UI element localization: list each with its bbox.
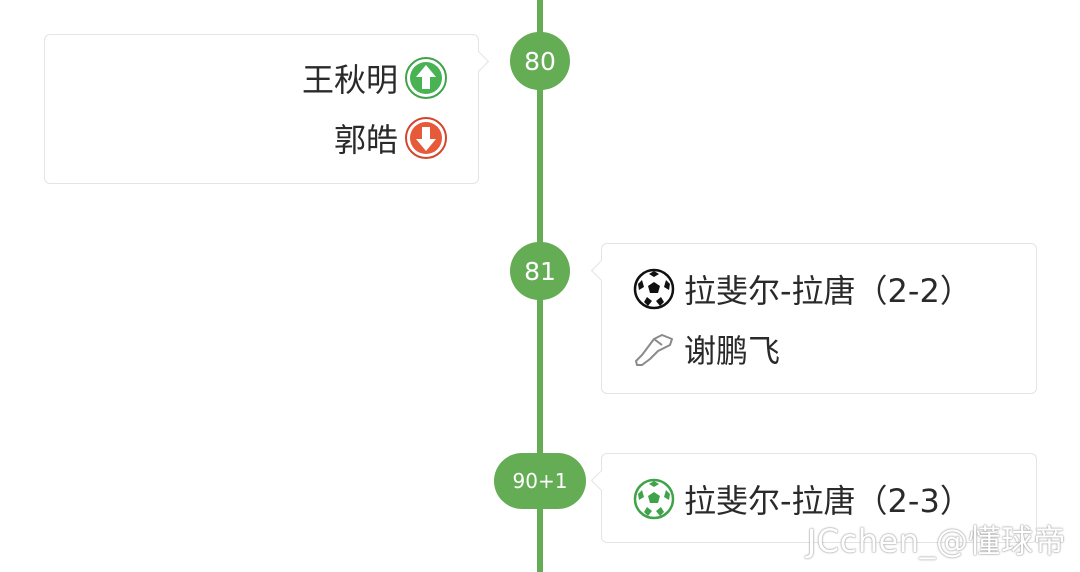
soccer-ball-icon xyxy=(632,267,676,311)
card-pointer xyxy=(467,50,490,73)
watermark: JCchen_@懂球帝 xyxy=(806,522,1066,560)
goal-card: 拉斐尔-拉唐（2-2） 谢鹏飞 xyxy=(590,243,1037,394)
card-pointer xyxy=(590,469,613,492)
goal-card: 拉斐尔-拉唐（2-3） xyxy=(590,453,1037,543)
sub-in-arrow-up-icon xyxy=(404,56,448,100)
substitution-card: 王秋明 郭皓 xyxy=(44,34,490,184)
player-out-name: 郭皓 xyxy=(333,121,398,159)
goal-scorer-text: 拉斐尔-拉唐（2-2） xyxy=(684,272,972,310)
green-soccer-ball-icon xyxy=(632,477,676,521)
minute-badge-80: 80 xyxy=(510,32,570,90)
goal-row: 拉斐尔-拉唐（2-3） xyxy=(632,476,972,522)
boot-icon xyxy=(632,327,676,371)
sub-out-arrow-down-icon xyxy=(404,116,448,160)
player-in-row: 王秋明 xyxy=(302,55,448,101)
player-in-name: 王秋明 xyxy=(301,61,398,99)
player-out-row: 郭皓 xyxy=(334,115,448,161)
card-pointer xyxy=(590,259,613,282)
goal-row: 拉斐尔-拉唐（2-2） xyxy=(632,266,972,312)
assist-row: 谢鹏飞 xyxy=(632,326,780,372)
minute-badge-90-plus-1: 90+1 xyxy=(494,453,586,509)
minute-badge-81: 81 xyxy=(510,242,570,300)
goal-scorer-text: 拉斐尔-拉唐（2-3） xyxy=(684,482,972,520)
assist-player-name: 谢鹏飞 xyxy=(684,332,781,370)
